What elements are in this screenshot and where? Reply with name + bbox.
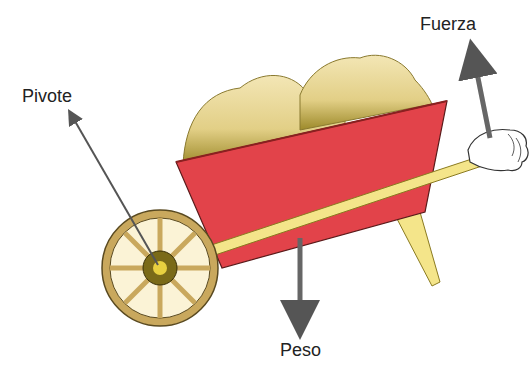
weight-label: Peso bbox=[280, 340, 321, 362]
pivot-label: Pivote bbox=[22, 86, 72, 108]
force-label: Fuerza bbox=[420, 14, 476, 36]
